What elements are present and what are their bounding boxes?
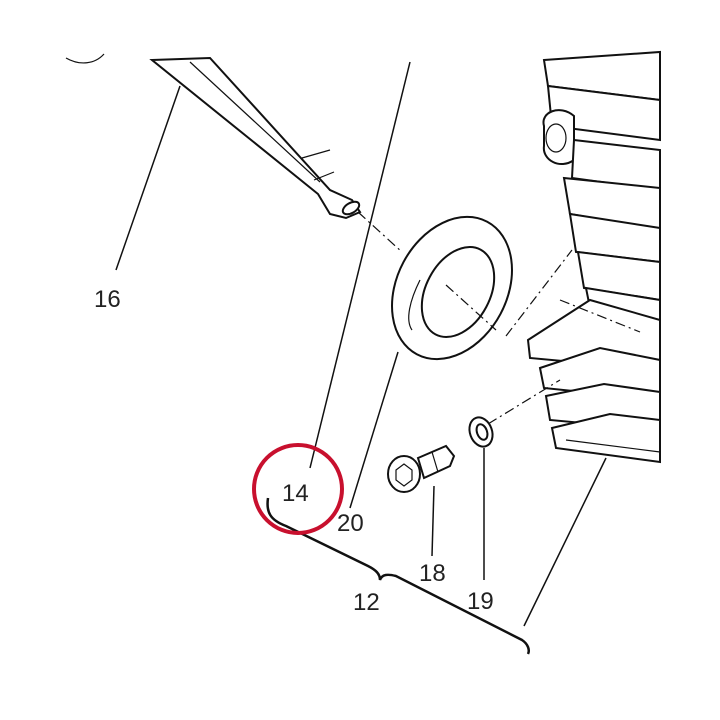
axis-line-rod <box>357 211 403 253</box>
seal-ring <box>391 215 513 361</box>
leader-18 <box>431 485 435 557</box>
callout-18: 18 <box>419 560 446 587</box>
cap-screw <box>387 444 456 493</box>
highlight-circle <box>252 443 344 535</box>
callout-20: 20 <box>337 510 364 537</box>
callout-14: 14 <box>282 480 309 507</box>
axis-line-ring <box>505 249 573 337</box>
callout-12: 12 <box>353 589 380 616</box>
callout-19: 19 <box>467 588 494 615</box>
leader-16 <box>115 85 181 271</box>
push-rod <box>149 56 362 220</box>
leader-20 <box>349 351 399 509</box>
cylinder-head <box>526 50 661 464</box>
leader-cylinder <box>523 457 607 627</box>
leader-14 <box>309 61 411 469</box>
group-bracket <box>266 497 530 655</box>
callout-16: 16 <box>94 286 121 313</box>
axis-line-washer <box>487 379 561 425</box>
partial-outline <box>65 53 105 64</box>
washer <box>468 416 494 448</box>
